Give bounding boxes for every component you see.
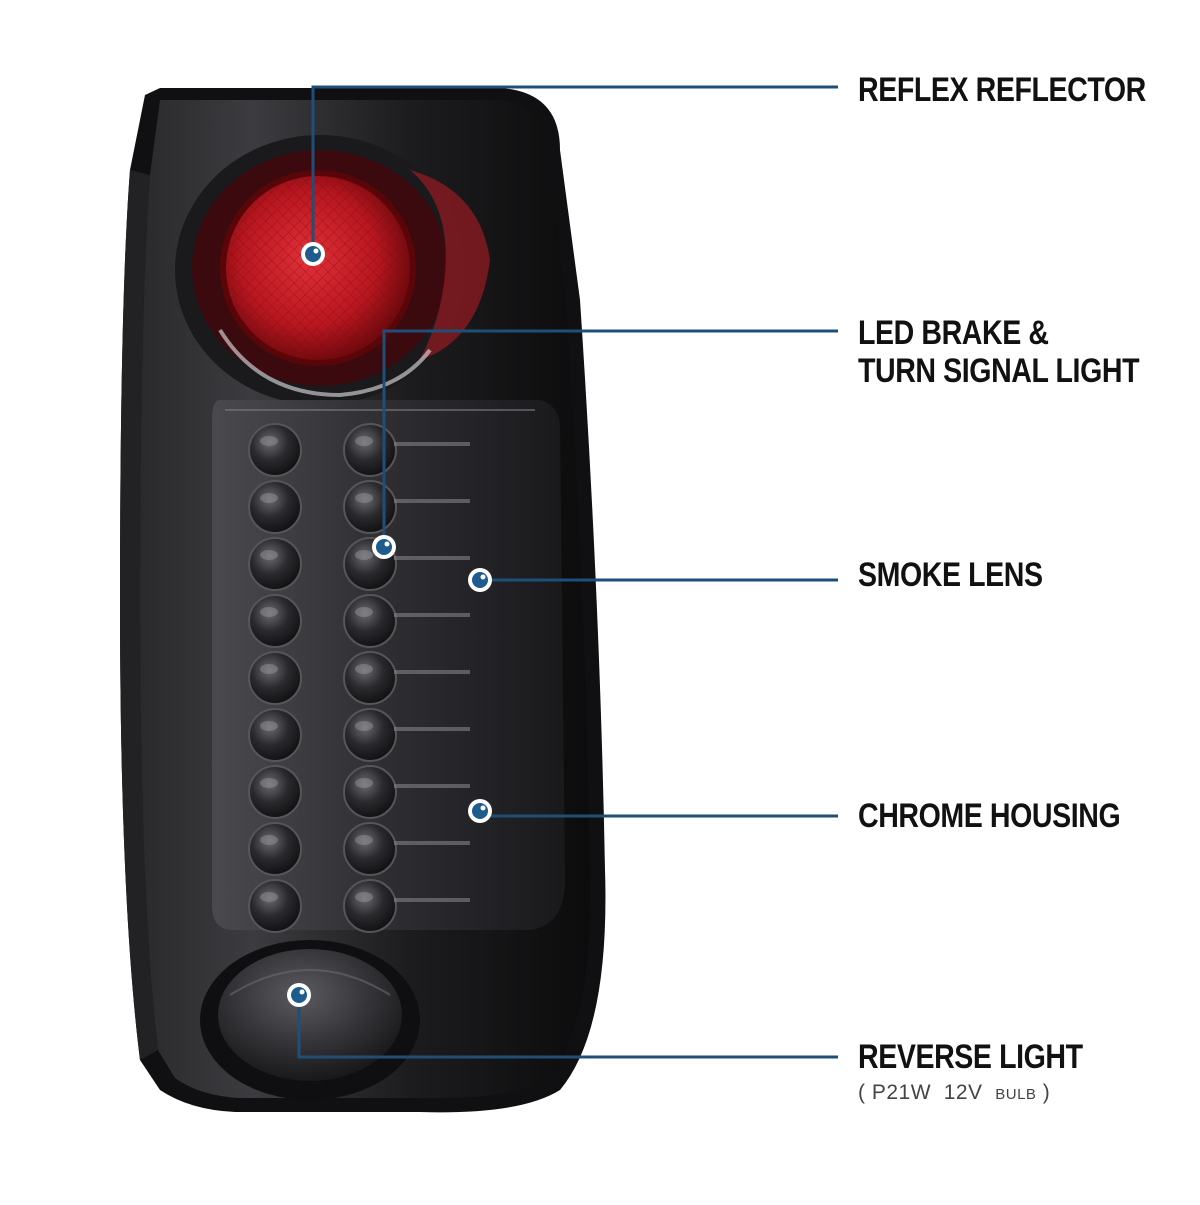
reflex-reflector <box>175 135 490 405</box>
bulb-spec-open: ( <box>858 1081 866 1104</box>
reverse-light <box>200 940 420 1100</box>
led-pod <box>248 537 302 591</box>
led-pod <box>248 879 302 933</box>
callout-line-reverse <box>297 995 838 1059</box>
callout-dot-led <box>372 535 396 559</box>
led-array <box>248 423 470 933</box>
callout-line-reflex <box>311 85 838 254</box>
callout-dot-chrome <box>468 799 492 823</box>
label-reverse-light: REVERSE LIGHT <box>858 1038 1083 1076</box>
bulb-spec-unit: BULB <box>995 1086 1037 1103</box>
led-pod <box>248 651 302 705</box>
led-pod <box>248 423 302 477</box>
led-pod <box>343 708 470 762</box>
label-led-brake-line1: LED BRAKE & <box>858 314 1049 352</box>
bulb-spec: ( P21W 12V BULB ) <box>858 1081 1050 1105</box>
led-pod <box>248 594 302 648</box>
callout-lines <box>297 85 838 1059</box>
led-pod <box>343 879 470 933</box>
callout-dot-reflex <box>301 242 325 266</box>
led-pod <box>343 594 470 648</box>
callout-line-led <box>382 329 838 547</box>
bulb-spec-close: ) <box>1042 1081 1051 1104</box>
led-pod <box>343 822 470 876</box>
label-reflex-reflector: REFLEX REFLECTOR <box>858 71 1146 109</box>
label-chrome-housing: CHROME HOUSING <box>858 797 1121 835</box>
label-led-brake-line2: TURN SIGNAL LIGHT <box>858 352 1140 390</box>
led-pod <box>343 765 470 819</box>
callout-dot-reverse <box>287 983 311 1007</box>
bulb-spec-voltage: 12V <box>943 1081 983 1104</box>
callout-dots <box>287 242 492 1007</box>
bulb-spec-type: P21W <box>871 1081 932 1104</box>
led-pod <box>248 480 302 534</box>
led-pod <box>248 765 302 819</box>
led-pod <box>248 822 302 876</box>
led-pod <box>343 651 470 705</box>
led-pod <box>248 708 302 762</box>
callout-dot-smoke <box>468 568 492 592</box>
label-smoke-lens: SMOKE LENS <box>858 556 1043 594</box>
